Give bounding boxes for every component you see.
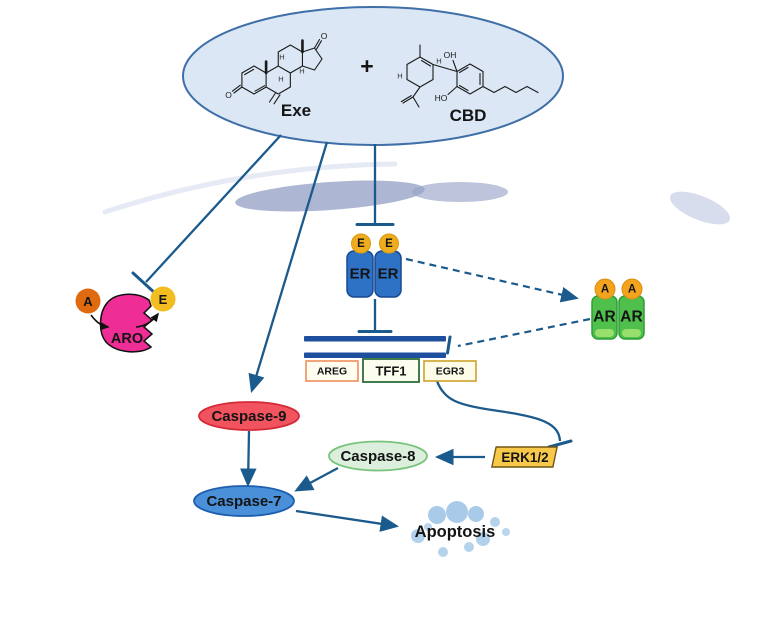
cbd-oh: OH [444, 50, 457, 60]
aromatase-complex: A E ARO [75, 286, 176, 353]
gene-to-erk-curve [435, 380, 562, 442]
ar-tab-left [595, 329, 614, 337]
exe-ketone-o: O [321, 31, 328, 41]
apoptosis-label: Apoptosis [415, 523, 496, 541]
er-receptor: E E ER ER [346, 233, 402, 298]
substrate-arc-arrow [90, 314, 110, 331]
aro-product-label: E [159, 292, 168, 307]
apoptotic-body [502, 528, 510, 536]
matrix-highlight [102, 161, 398, 215]
caspase9-label: Caspase-9 [211, 408, 286, 425]
plus-sign: + [360, 53, 373, 79]
exe-h3: H [299, 67, 304, 76]
caspase8-label: Caspase-8 [340, 448, 415, 465]
apoptotic-body [468, 506, 484, 522]
estrogen-ligand-right [379, 233, 399, 254]
androgen-substrate-circle [75, 288, 101, 314]
cbd-label: CBD [450, 106, 487, 125]
dna-top-rail [304, 336, 446, 342]
estrogen-product-circle [150, 286, 176, 312]
apoptotic-body [490, 517, 500, 527]
matrix-shadow-streak [235, 180, 425, 212]
erk-label: ERK1/2 [501, 450, 548, 465]
dna-region: AREG TFF1 EGR3 [304, 336, 477, 383]
erk-node [491, 446, 558, 468]
apoptotic-body [411, 529, 425, 543]
gene-box-tff1 [362, 358, 420, 383]
aro-substrate-label: A [83, 294, 93, 309]
cell [496, 478, 694, 593]
erk-box [491, 446, 558, 468]
androgen-ligand-right [621, 278, 643, 300]
aromatase-enzyme-shape [99, 293, 154, 353]
caspase7-to-apoptosis-arrow [295, 509, 400, 532]
apoptotic-body [424, 523, 432, 531]
er-label-1: ER [350, 266, 371, 283]
apoptotic-body [428, 506, 446, 524]
aro-label: ARO [111, 331, 143, 347]
gene-box-egr3 [423, 360, 477, 382]
inhibition-bar-ar-dna [446, 335, 452, 355]
ar-label-1: AR [593, 309, 615, 326]
stimulus-bubble [182, 6, 564, 146]
matrix-shadow-streak2 [412, 182, 508, 202]
cytoplasm-sheen [496, 478, 694, 593]
exe-label: Exe [281, 101, 311, 120]
inhibition-bar-aro [131, 271, 158, 296]
cbd-structure: OH HO H H [397, 44, 539, 108]
apoptotic-body [476, 532, 490, 546]
crosstalk-line-ar-to-dna [457, 317, 591, 348]
product-arc-arrow [135, 312, 160, 328]
caspase9-node [198, 401, 300, 431]
apoptotic-body [464, 542, 474, 552]
er-label-2: ER [378, 266, 399, 283]
gene-egr3-label: EGR3 [436, 366, 465, 378]
crosstalk-arrow-er-to-ar [405, 257, 579, 303]
apoptotic-body [438, 547, 448, 557]
caspase8-to-caspase7-arrow [294, 466, 339, 492]
exe-dienone-o: O [225, 90, 232, 100]
exe-h2: H [278, 75, 283, 84]
dna-bottom-rail [304, 352, 446, 358]
cbd-h1: H [436, 57, 441, 66]
e-ligand-label-2: E [385, 238, 393, 250]
cbd-h2: H [397, 72, 402, 81]
pathway-lines [131, 134, 591, 532]
apoptotic-body [446, 501, 468, 523]
e-ligand-label-1: E [357, 238, 365, 250]
caspase-cascade: Caspase-9 Caspase-8 Caspase-7 ERK1/2 [193, 401, 558, 517]
exemestane-structure: O O H H H [225, 31, 328, 105]
matrix-highlight2 [669, 191, 731, 225]
gene-areg-label: AREG [317, 366, 347, 378]
ar-label-2: AR [620, 309, 642, 326]
caspase7-label: Caspase-7 [206, 493, 281, 510]
stimulus-ellipse: O O H H H Exe + OH HO H H CBD [182, 6, 564, 146]
erk-end-bar [547, 439, 573, 449]
cbd-ho: HO [435, 93, 448, 103]
a-ligand-label-2: A [628, 284, 636, 296]
exe-h1: H [279, 53, 284, 62]
caspase9-to-caspase7-arrow [240, 430, 257, 488]
a-ligand-label-1: A [601, 284, 609, 296]
caspase8-node [328, 440, 428, 472]
inhibition-line-aro [145, 134, 282, 283]
activation-arrow-caspase9 [248, 141, 329, 393]
estrogen-ligand-left [351, 233, 371, 254]
gene-box-areg [305, 360, 359, 382]
gene-tff1-label: TFF1 [375, 364, 406, 379]
ar-receptor: A A AR AR [591, 278, 645, 340]
androgen-ligand-left [594, 278, 616, 300]
caspase7-node [193, 485, 295, 517]
apoptosis-group: Apoptosis [411, 501, 510, 557]
ar-tab-right [622, 329, 641, 337]
extracellular-matrix [102, 161, 731, 225]
